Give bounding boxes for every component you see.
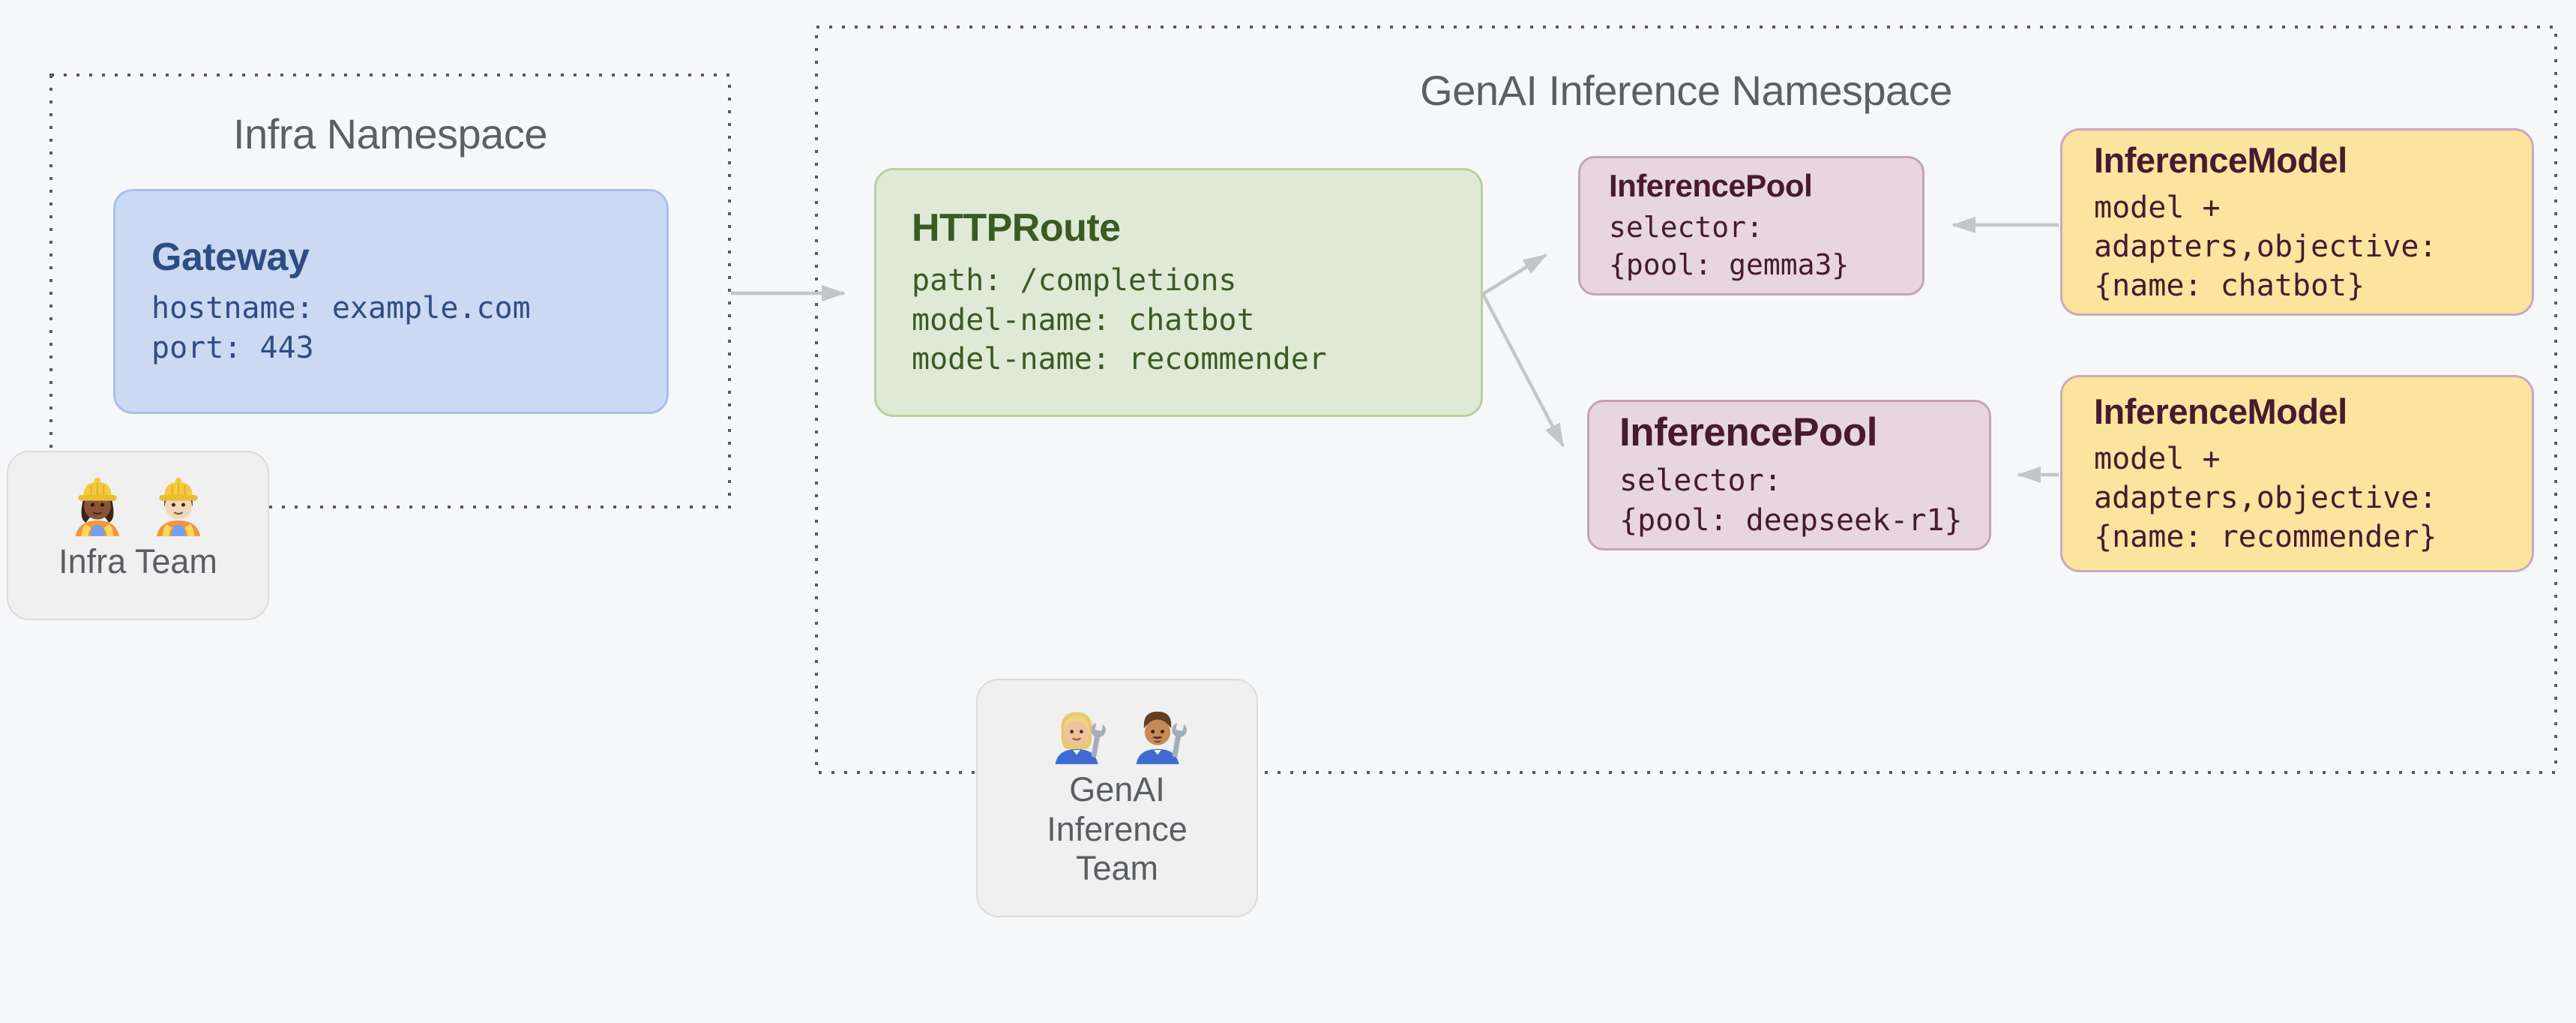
model-line: model + — [2094, 442, 2221, 476]
pool-selector-value: {pool: gemma3} — [1609, 248, 1850, 281]
genai-team-label-line: Inference — [1047, 809, 1188, 848]
httproute-node: HTTPRoute path: /completions model-name:… — [874, 168, 1483, 417]
genai-team-members — [1039, 695, 1195, 764]
infra-namespace-title: Infra Namespace — [233, 110, 547, 158]
infra-team-members — [60, 467, 216, 536]
infra-team-label: Infra Team — [58, 542, 217, 580]
woman-mechanic-icon — [1055, 712, 1106, 764]
genai-namespace-boundary — [815, 26, 2557, 774]
man-construction-worker-icon — [156, 478, 201, 536]
inference-model-recommender-node: InferenceModel model + adapters,objectiv… — [2060, 375, 2534, 572]
inference-pool-title: InferencePool — [1609, 167, 1813, 203]
model-line: adapters,objective: — [2094, 229, 2437, 264]
model-line: {name: chatbot} — [2094, 268, 2365, 303]
genai-inference-team-card: GenAI Inference Team — [976, 679, 1258, 917]
infra-namespace-boundary — [49, 74, 731, 508]
arrow-httproute-to-pool-deepseek — [1481, 292, 1565, 448]
pool-selector-value: {pool: deepseek-r1} — [1619, 503, 1963, 538]
model-line: model + — [2094, 190, 2221, 225]
pool-selector-label: selector: — [1619, 464, 1782, 499]
gateway-title: Gateway — [151, 236, 310, 280]
model-line: adapters,objective: — [2094, 481, 2437, 515]
infra-team-card: Infra Team — [7, 451, 269, 620]
genai-team-label: GenAI Inference Team — [1047, 770, 1188, 889]
wrench-icon — [1172, 721, 1187, 758]
inference-pool-title: InferencePool — [1619, 410, 1877, 455]
wrench-icon — [1091, 721, 1106, 758]
inference-pool-deepseek-node: InferencePool selector: {pool: deepseek-… — [1587, 400, 1991, 550]
inference-model-title: InferenceModel — [2094, 392, 2347, 431]
httproute-model-chatbot: model-name: chatbot — [912, 302, 1255, 338]
pool-selector-label: selector: — [1609, 210, 1763, 244]
gateway-hostname: hostname: example.com — [151, 291, 531, 326]
httproute-model-recommender: model-name: recommender — [912, 342, 1327, 377]
genai-namespace-title: GenAI Inference Namespace — [1420, 67, 1952, 114]
genai-team-label-line: GenAI — [1069, 770, 1165, 808]
gateway-node: Gateway hostname: example.com port: 443 — [113, 189, 669, 414]
inference-model-title: InferenceModel — [2094, 140, 2347, 180]
man-mechanic-icon — [1136, 711, 1187, 764]
inference-pool-gemma3-node: InferencePool selector: {pool: gemma3} — [1578, 156, 1925, 296]
gateway-port: port: 443 — [151, 331, 314, 365]
model-line: {name: recommender} — [2094, 520, 2437, 554]
inference-model-chatbot-node: InferenceModel model + adapters,objectiv… — [2060, 128, 2534, 316]
httproute-path: path: /completions — [912, 262, 1237, 298]
httproute-title: HTTPRoute — [912, 206, 1121, 250]
arrow-httproute-to-pool-gemma3 — [1481, 254, 1547, 296]
woman-construction-worker-icon — [75, 478, 120, 536]
genai-team-label-line: Team — [1075, 849, 1159, 888]
